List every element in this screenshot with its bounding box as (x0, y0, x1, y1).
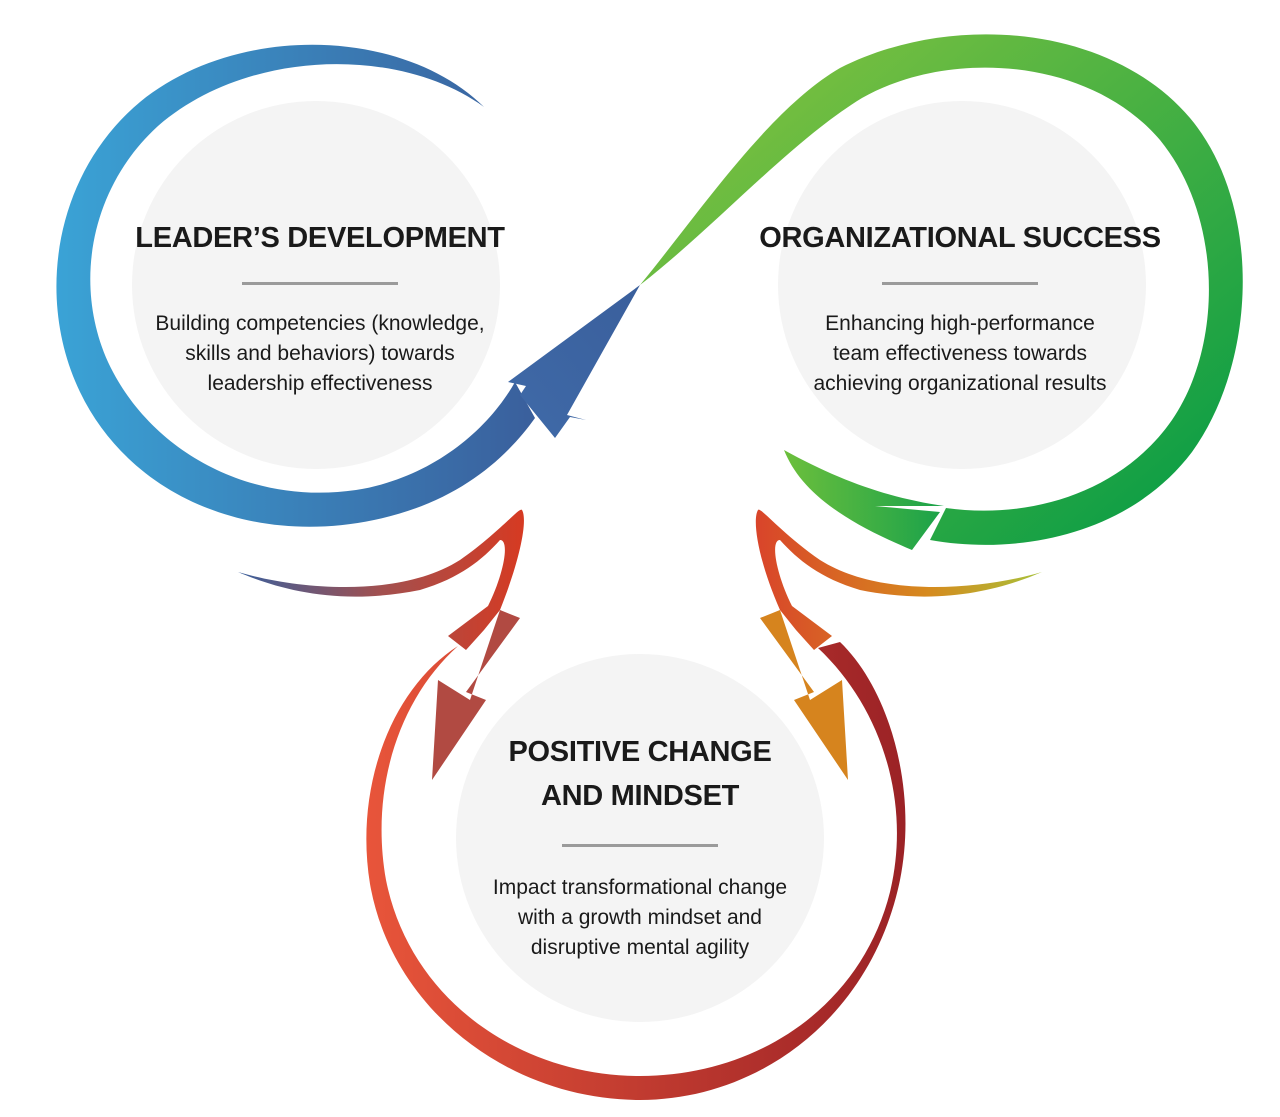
organizational-success-panel: ORGANIZATIONAL SUCCESS Enhancing high-pe… (740, 216, 1180, 399)
red-arrow (432, 610, 520, 780)
leader-desc-line-3: leadership effectiveness (207, 372, 433, 395)
leader-circle (132, 101, 500, 469)
change-desc-line-2: with a growth mindset and (518, 906, 762, 929)
org-circle (778, 101, 1146, 469)
leader-development-title: LEADER’S DEVELOPMENT (100, 216, 540, 260)
leader-development-panel: LEADER’S DEVELOPMENT Building competenci… (100, 216, 540, 399)
change-divider (562, 844, 718, 847)
blue-arrow (508, 285, 640, 438)
change-title-line-1: POSITIVE CHANGE (508, 736, 772, 768)
org-desc-line-3: achieving organizational results (813, 372, 1107, 395)
org-divider (882, 282, 1038, 285)
positive-change-description: Impact transformational change with a gr… (440, 873, 840, 963)
org-desc-line-1: Enhancing high-performance (825, 312, 1095, 335)
organizational-success-title: ORGANIZATIONAL SUCCESS (740, 216, 1180, 260)
leader-title-line-1: LEADER’S DEVELOPMENT (135, 222, 505, 254)
organizational-success-description: Enhancing high-performance team effectiv… (740, 309, 1180, 399)
change-circle (456, 654, 824, 1022)
orange-arrow (760, 610, 848, 780)
change-title-line-2: AND MINDSET (540, 780, 740, 812)
leader-desc-line-2: skills and behaviors) towards (185, 342, 455, 365)
positive-change-title: POSITIVE CHANGE AND MINDSET (440, 730, 840, 818)
green-arrow (784, 450, 944, 550)
leader-divider (242, 282, 398, 285)
positive-change-panel: POSITIVE CHANGE AND MINDSET Impact trans… (440, 730, 840, 963)
leader-desc-line-1: Building competencies (knowledge, (155, 312, 485, 335)
leader-development-description: Building competencies (knowledge, skills… (100, 309, 540, 399)
red-loop (366, 642, 906, 1100)
change-desc-line-1: Impact transformational change (492, 876, 788, 899)
change-desc-line-3: disruptive mental agility (530, 936, 750, 959)
left-connector (238, 509, 524, 650)
org-desc-line-2: team effectiveness towards (832, 342, 1088, 365)
org-title-line-1: ORGANIZATIONAL SUCCESS (759, 222, 1161, 254)
